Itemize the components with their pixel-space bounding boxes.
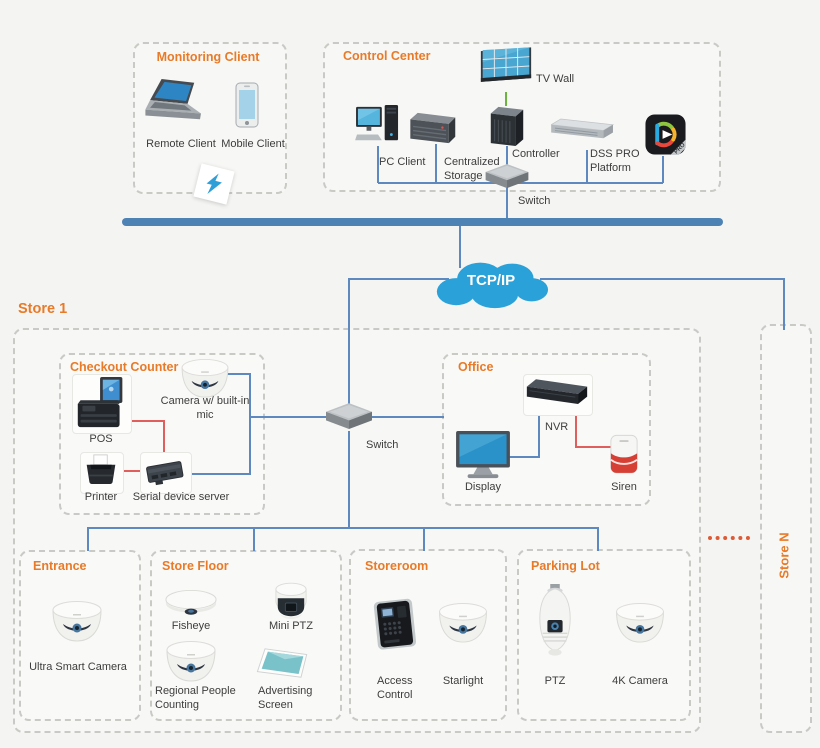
printer-icon bbox=[84, 454, 118, 488]
control-center-switch-icon bbox=[485, 164, 529, 189]
people-counting-label: Regional People Counting bbox=[155, 685, 236, 712]
store-switch-label: Switch bbox=[366, 439, 399, 451]
parking-lot-title: Parking Lot bbox=[531, 559, 600, 573]
tvwall-controller-link bbox=[505, 92, 507, 106]
cloud-store1-link bbox=[348, 278, 350, 408]
access-control-icon bbox=[370, 596, 421, 655]
pc-client-label: PC Client bbox=[379, 156, 426, 168]
switch-checkout-link bbox=[251, 416, 329, 418]
camera-link bbox=[217, 373, 251, 375]
switch-down-link bbox=[348, 431, 350, 528]
remote-client-label: Remote Client bbox=[146, 138, 216, 150]
store-floor-title: Store Floor bbox=[162, 559, 229, 573]
centralized-storage-label: Centralized Storage bbox=[444, 156, 500, 183]
store-n-title: Store N bbox=[776, 531, 792, 579]
advertising-screen-icon bbox=[256, 646, 310, 682]
controller-icon bbox=[486, 102, 528, 148]
display-icon bbox=[455, 430, 511, 480]
tcpip-label: TCP/IP bbox=[466, 272, 516, 289]
nvr-siren-link-v bbox=[575, 412, 577, 448]
starlight-label: Starlight bbox=[442, 675, 484, 687]
nvr-display-link-v bbox=[538, 412, 540, 458]
lightning-icon bbox=[193, 163, 235, 205]
store-switch-icon bbox=[326, 403, 372, 430]
backbone-cloud-link bbox=[459, 226, 461, 268]
store-bus bbox=[87, 527, 599, 529]
nvr-icon bbox=[525, 378, 589, 408]
display-label: Display bbox=[464, 481, 502, 493]
store-1-title: Store 1 bbox=[18, 301, 68, 317]
nvr-label: NVR bbox=[545, 421, 569, 433]
siren-label: Siren bbox=[611, 481, 637, 493]
store-n-zone bbox=[760, 324, 812, 733]
serial-device-server-icon bbox=[143, 455, 187, 488]
advertising-screen-label: Advertising Screen bbox=[258, 685, 313, 712]
checkout-camera-label: Camera w/ built-in mic bbox=[160, 395, 250, 422]
monitoring-client-title: Monitoring Client bbox=[156, 50, 260, 64]
pos-icon bbox=[75, 376, 127, 430]
controller-label: Controller bbox=[512, 148, 560, 160]
checkout-counter-title: Checkout Counter bbox=[70, 360, 179, 374]
cloud-left-link bbox=[349, 278, 449, 280]
control-center-switch-label: Switch bbox=[518, 195, 551, 207]
camera-4k-icon bbox=[614, 602, 666, 645]
dss-pro-app-icon bbox=[644, 113, 687, 156]
camera-4k-label: 4K Camera bbox=[612, 675, 668, 687]
backbone-bar bbox=[122, 218, 723, 226]
store-continuation-dots bbox=[708, 536, 750, 540]
dss-icon-link bbox=[662, 156, 664, 183]
switch-office-link bbox=[369, 416, 444, 418]
ultra-smart-camera-icon bbox=[50, 600, 104, 644]
fisheye-label: Fisheye bbox=[171, 620, 211, 632]
smartphone-icon bbox=[235, 82, 259, 128]
printer-serial-link bbox=[114, 470, 147, 472]
dss-platform-link bbox=[586, 150, 588, 183]
serial-link bbox=[184, 473, 251, 475]
nvr-display-link-h bbox=[509, 456, 540, 458]
cloud-storen-link bbox=[783, 278, 785, 330]
storeroom-drop bbox=[423, 527, 425, 551]
starlight-camera-icon bbox=[437, 602, 489, 645]
switch-backbone-link bbox=[506, 186, 508, 222]
ptz-label: PTZ bbox=[544, 675, 566, 687]
access-control-label: Access Control bbox=[377, 675, 413, 702]
pc-client-link bbox=[377, 146, 379, 183]
tv-wall-label: TV Wall bbox=[536, 73, 575, 85]
fisheye-icon bbox=[164, 588, 218, 617]
pos-serial-link-h bbox=[125, 420, 165, 422]
laptop-icon bbox=[145, 78, 207, 126]
pos-serial-link-v bbox=[163, 420, 165, 459]
dss-platform-label: DSS PRO Platform bbox=[590, 148, 640, 175]
storeroom-title: Storeroom bbox=[365, 559, 429, 573]
people-counting-camera-icon bbox=[164, 640, 218, 684]
mini-ptz-label: Mini PTZ bbox=[269, 620, 313, 632]
nvr-siren-link-h bbox=[575, 446, 613, 448]
mobile-client-label: Mobile Client bbox=[221, 138, 285, 150]
siren-icon bbox=[609, 434, 639, 478]
dss-platform-icon bbox=[551, 118, 615, 147]
tv-wall-icon bbox=[479, 46, 533, 86]
ultra-smart-camera-label: Ultra Smart Camera bbox=[29, 661, 127, 673]
storage-link bbox=[435, 144, 437, 183]
printer-label: Printer bbox=[84, 491, 118, 503]
store-floor-zone bbox=[150, 550, 342, 721]
store-floor-drop bbox=[253, 527, 255, 551]
entrance-drop bbox=[87, 527, 89, 551]
office-title: Office bbox=[458, 360, 494, 374]
mini-ptz-icon bbox=[274, 582, 308, 624]
centralized-storage-icon bbox=[409, 112, 463, 145]
control-center-title: Control Center bbox=[343, 49, 431, 63]
parking-drop bbox=[597, 527, 599, 551]
controller-switch-link bbox=[506, 146, 508, 171]
pc-client-icon bbox=[355, 104, 401, 146]
storeroom-zone bbox=[349, 549, 507, 721]
serial-device-server-label: Serial device server bbox=[132, 491, 230, 503]
cloud-right-link bbox=[540, 278, 785, 280]
pos-label: POS bbox=[89, 433, 113, 445]
checkout-trunk bbox=[249, 374, 251, 475]
entrance-title: Entrance bbox=[33, 559, 87, 573]
ptz-camera-icon bbox=[536, 584, 574, 658]
